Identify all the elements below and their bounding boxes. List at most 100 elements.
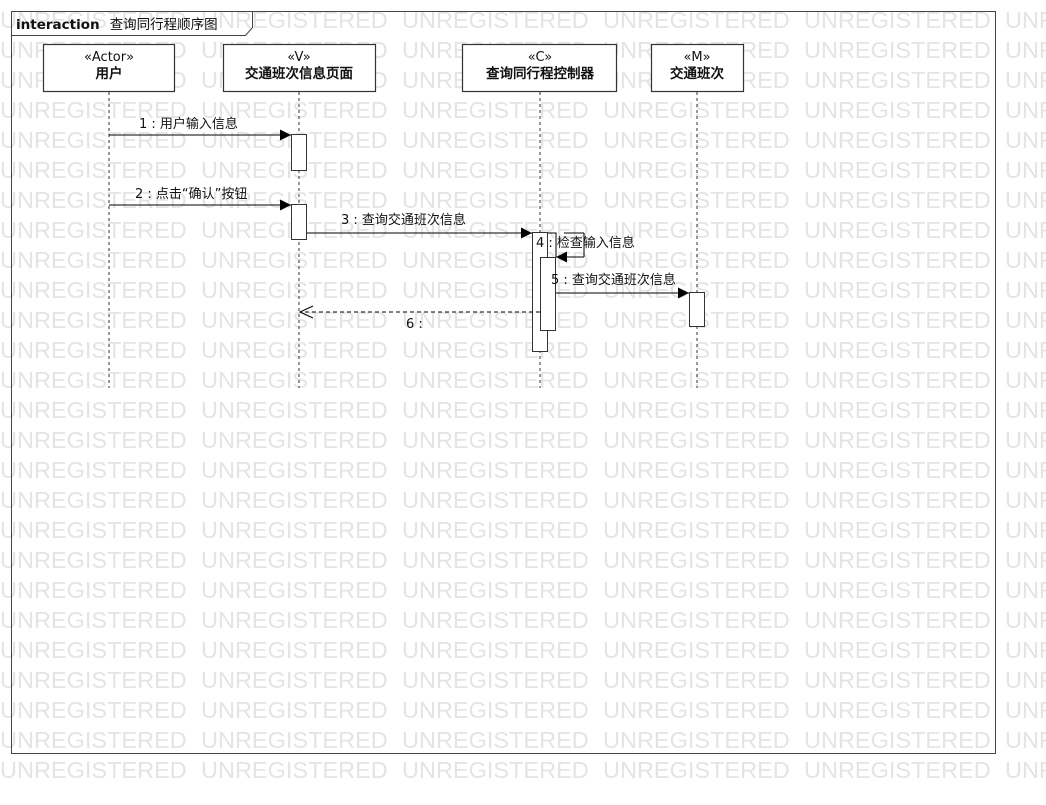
watermark-text: UNREGISTERED xyxy=(402,607,589,633)
watermark-text: UNREGISTERED xyxy=(402,337,589,363)
watermark-text: UNREGISTERED xyxy=(1005,427,1046,453)
watermark-text: UNREGISTERED xyxy=(1005,487,1046,513)
watermark-text: UNREGISTERED xyxy=(1005,667,1046,693)
watermark-text: UNREGISTERED xyxy=(402,637,589,663)
watermark-text: UNREGISTERED xyxy=(0,127,187,153)
watermark-text: UNREGISTERED xyxy=(804,157,991,183)
watermark-text: UNREGISTERED xyxy=(603,97,790,123)
watermark-text: UNREGISTERED xyxy=(201,337,388,363)
watermark-text: UNREGISTERED xyxy=(201,637,388,663)
message-label: 2 : 点击“确认”按钮 xyxy=(135,187,247,202)
watermark-text: UNREGISTERED xyxy=(603,7,790,33)
watermark-text: UNREGISTERED xyxy=(804,757,991,783)
watermark-text: UNREGISTERED xyxy=(603,157,790,183)
watermark-text: UNREGISTERED xyxy=(603,457,790,483)
watermark-text: UNREGISTERED xyxy=(1005,367,1046,393)
watermark-text: UNREGISTERED xyxy=(804,277,991,303)
watermark-text: UNREGISTERED xyxy=(0,487,187,513)
lifeline-model[interactable]: «M» 交通班次 xyxy=(650,43,745,389)
watermark-text: UNREGISTERED xyxy=(1005,187,1046,213)
watermark-text: UNREGISTERED xyxy=(603,757,790,783)
lifeline-stereotype: «C» xyxy=(528,50,553,65)
watermark-text: UNREGISTERED xyxy=(1005,697,1046,723)
watermark-text: UNREGISTERED xyxy=(804,367,991,393)
watermark-text: UNREGISTERED xyxy=(1005,277,1046,303)
watermark-text: UNREGISTERED xyxy=(603,247,790,273)
watermark-text: UNREGISTERED xyxy=(0,637,187,663)
message-label: 1 : 用户输入信息 xyxy=(139,116,238,132)
message-label: 5 : 查询交通班次信息 xyxy=(551,272,676,288)
watermark-text: UNREGISTERED xyxy=(402,727,589,753)
watermark-text: UNREGISTERED xyxy=(1005,337,1046,363)
lifeline-controller[interactable]: «C» 查询同行程控制器 xyxy=(461,43,618,389)
message-4[interactable]: 4 : 检查输入信息 xyxy=(536,232,635,263)
watermark-text: UNREGISTERED xyxy=(0,397,187,423)
watermark-text: UNREGISTERED xyxy=(201,307,388,333)
watermark-text: UNREGISTERED xyxy=(603,637,790,663)
watermark-text: UNREGISTERED xyxy=(402,487,589,513)
watermark-text: UNREGISTERED xyxy=(201,277,388,303)
watermark-text: UNREGISTERED xyxy=(804,247,991,273)
watermark-text: UNREGISTERED xyxy=(402,187,589,213)
watermark-text: UNREGISTERED xyxy=(201,547,388,573)
interaction-frame[interactable]: interaction 查询同行程顺序图 xyxy=(11,11,996,754)
lifeline-view[interactable]: «V» 交通班次信息页面 xyxy=(222,43,377,389)
lifeline-stereotype: «V» xyxy=(287,50,310,65)
watermark-text: UNREGISTERED xyxy=(201,517,388,543)
watermark-text: UNREGISTERED xyxy=(804,517,991,543)
watermark-text: UNREGISTERED xyxy=(603,577,790,603)
watermark-text: UNREGISTERED xyxy=(603,547,790,573)
message-3[interactable]: 3 : 查询交通班次信息 xyxy=(307,212,532,239)
watermark-text: UNREGISTERED xyxy=(201,667,388,693)
watermark-text: UNREGISTERED xyxy=(1005,517,1046,543)
watermark-text: UNREGISTERED xyxy=(1005,457,1046,483)
watermark-text: UNREGISTERED xyxy=(603,697,790,723)
watermark-text: UNREGISTERED xyxy=(402,217,589,243)
watermark-text: UNREGISTERED xyxy=(804,487,991,513)
watermark-text: UNREGISTERED xyxy=(603,337,790,363)
watermark-text: UNREGISTERED xyxy=(603,487,790,513)
watermark-text: UNREGISTERED xyxy=(804,7,991,33)
watermark-text: UNREGISTERED xyxy=(1005,247,1046,273)
watermark-text: UNREGISTERED xyxy=(402,277,589,303)
lifeline-stereotype: «Actor» xyxy=(84,50,134,65)
watermark-text: UNREGISTERED xyxy=(1005,757,1046,783)
watermark-text: UNREGISTERED xyxy=(402,7,589,33)
watermark-text: UNREGISTERED xyxy=(804,67,991,93)
watermark-text: UNREGISTERED xyxy=(1005,127,1046,153)
message-5[interactable]: 5 : 查询交通班次信息 xyxy=(551,272,689,299)
watermark-text: UNREGISTERED xyxy=(201,427,388,453)
watermark-text: UNREGISTERED xyxy=(804,427,991,453)
watermark-text: UNREGISTERED xyxy=(1005,607,1046,633)
watermark-text: UNREGISTERED xyxy=(603,187,790,213)
watermark-text: UNREGISTERED xyxy=(1005,547,1046,573)
lifeline-name: 查询同行程控制器 xyxy=(486,65,594,82)
watermark-text: UNREGISTERED xyxy=(1005,7,1046,33)
watermark-text: UNREGISTERED xyxy=(0,97,187,123)
activation-bar-view-2[interactable] xyxy=(291,204,307,240)
watermark-text: UNREGISTERED xyxy=(603,127,790,153)
watermark-text: UNREGISTERED xyxy=(201,367,388,393)
lifeline-user[interactable]: «Actor» 用户 xyxy=(42,43,176,389)
activation-bar-view-1[interactable] xyxy=(291,134,307,171)
watermark-text: UNREGISTERED xyxy=(201,487,388,513)
activation-bar-controller-self[interactable] xyxy=(540,257,556,331)
message-2[interactable]: 2 : 点击“确认”按钮 xyxy=(109,187,291,211)
frame-title: interaction 查询同行程顺序图 xyxy=(16,14,218,33)
watermark-text: UNREGISTERED xyxy=(402,307,589,333)
watermark-text: UNREGISTERED xyxy=(1005,727,1046,753)
message-6[interactable]: 6 : xyxy=(298,305,540,332)
watermark-text: UNREGISTERED xyxy=(603,727,790,753)
activation-bar-model[interactable] xyxy=(689,292,705,327)
watermark-text: UNREGISTERED xyxy=(1005,637,1046,663)
watermark-text: UNREGISTERED xyxy=(402,127,589,153)
watermark-text: UNREGISTERED xyxy=(0,577,187,603)
watermark-text: UNREGISTERED xyxy=(804,607,991,633)
watermark-text: UNREGISTERED xyxy=(1005,217,1046,243)
watermark-text: UNREGISTERED xyxy=(0,607,187,633)
watermark-text: UNREGISTERED xyxy=(603,667,790,693)
message-1[interactable]: 1 : 用户输入信息 xyxy=(109,116,291,141)
watermark-text: UNREGISTERED xyxy=(603,367,790,393)
watermark-text: UNREGISTERED xyxy=(1005,577,1046,603)
watermark-text: UNREGISTERED xyxy=(603,397,790,423)
